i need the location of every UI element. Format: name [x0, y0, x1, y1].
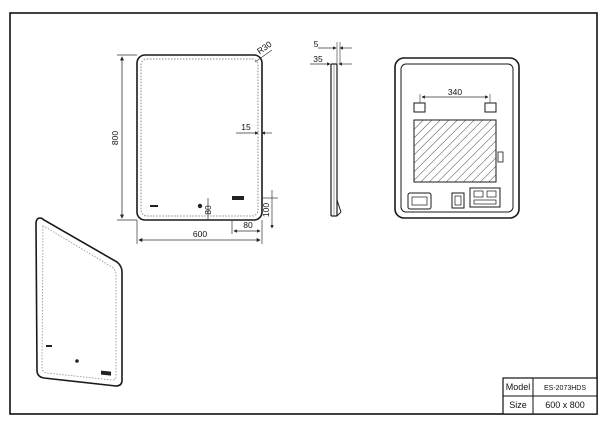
sensor-height-dimension-label: 80: [203, 205, 213, 215]
width-dimension-label: 600: [193, 229, 207, 239]
back-view: 340: [394, 57, 520, 219]
perspective-display-panel: [101, 370, 111, 376]
perspective-logo-mark: [46, 345, 52, 347]
size-label: Size: [509, 400, 527, 410]
perspective-mirror-outline: [35, 217, 123, 387]
model-value: ES-2073HDS: [544, 385, 586, 392]
right-mounting-bracket: [484, 102, 497, 113]
mirror-led-band: [140, 58, 259, 217]
touch-sensor-icon: [197, 203, 203, 209]
sensor-side-dimension-label: 80: [243, 220, 253, 230]
demister-pad-hatched: [413, 119, 497, 183]
corner-radius-label: R30: [255, 39, 274, 56]
side-view: 5 35: [310, 39, 352, 217]
controller-module: [469, 187, 501, 208]
display-panel: [232, 196, 244, 200]
left-mounting-bracket: [413, 102, 426, 113]
sheet-border: [9, 12, 598, 415]
back-inner-frame: [400, 63, 514, 213]
size-value: 600 x 800: [545, 400, 585, 410]
model-label: Model: [506, 382, 531, 392]
back-switch: [497, 151, 504, 163]
power-driver-box: [407, 192, 432, 210]
bracket-span-dimension-label: 340: [448, 87, 462, 97]
back-outer-frame: [394, 57, 520, 219]
mirror-outer-frame: [136, 54, 263, 221]
perspective-view: [35, 217, 123, 387]
side-frame-depth-dimension-label: 35: [313, 54, 323, 64]
inset-dimension-label: 15: [241, 122, 251, 132]
perspective-touch-sensor-icon: [75, 359, 79, 363]
junction-box: [451, 192, 465, 209]
perspective-led-band: [41, 225, 117, 381]
side-depth-dimension-label: 5: [314, 39, 319, 49]
title-block: Model ES-2073HDS Size 600 x 800: [502, 377, 598, 415]
height-dimension-label: 800: [110, 131, 120, 145]
logo-mark: [150, 205, 158, 207]
bottom-offset-dimension-label: 100: [261, 203, 271, 217]
front-view: 800 600 R30 15 100 80 80: [110, 39, 278, 244]
